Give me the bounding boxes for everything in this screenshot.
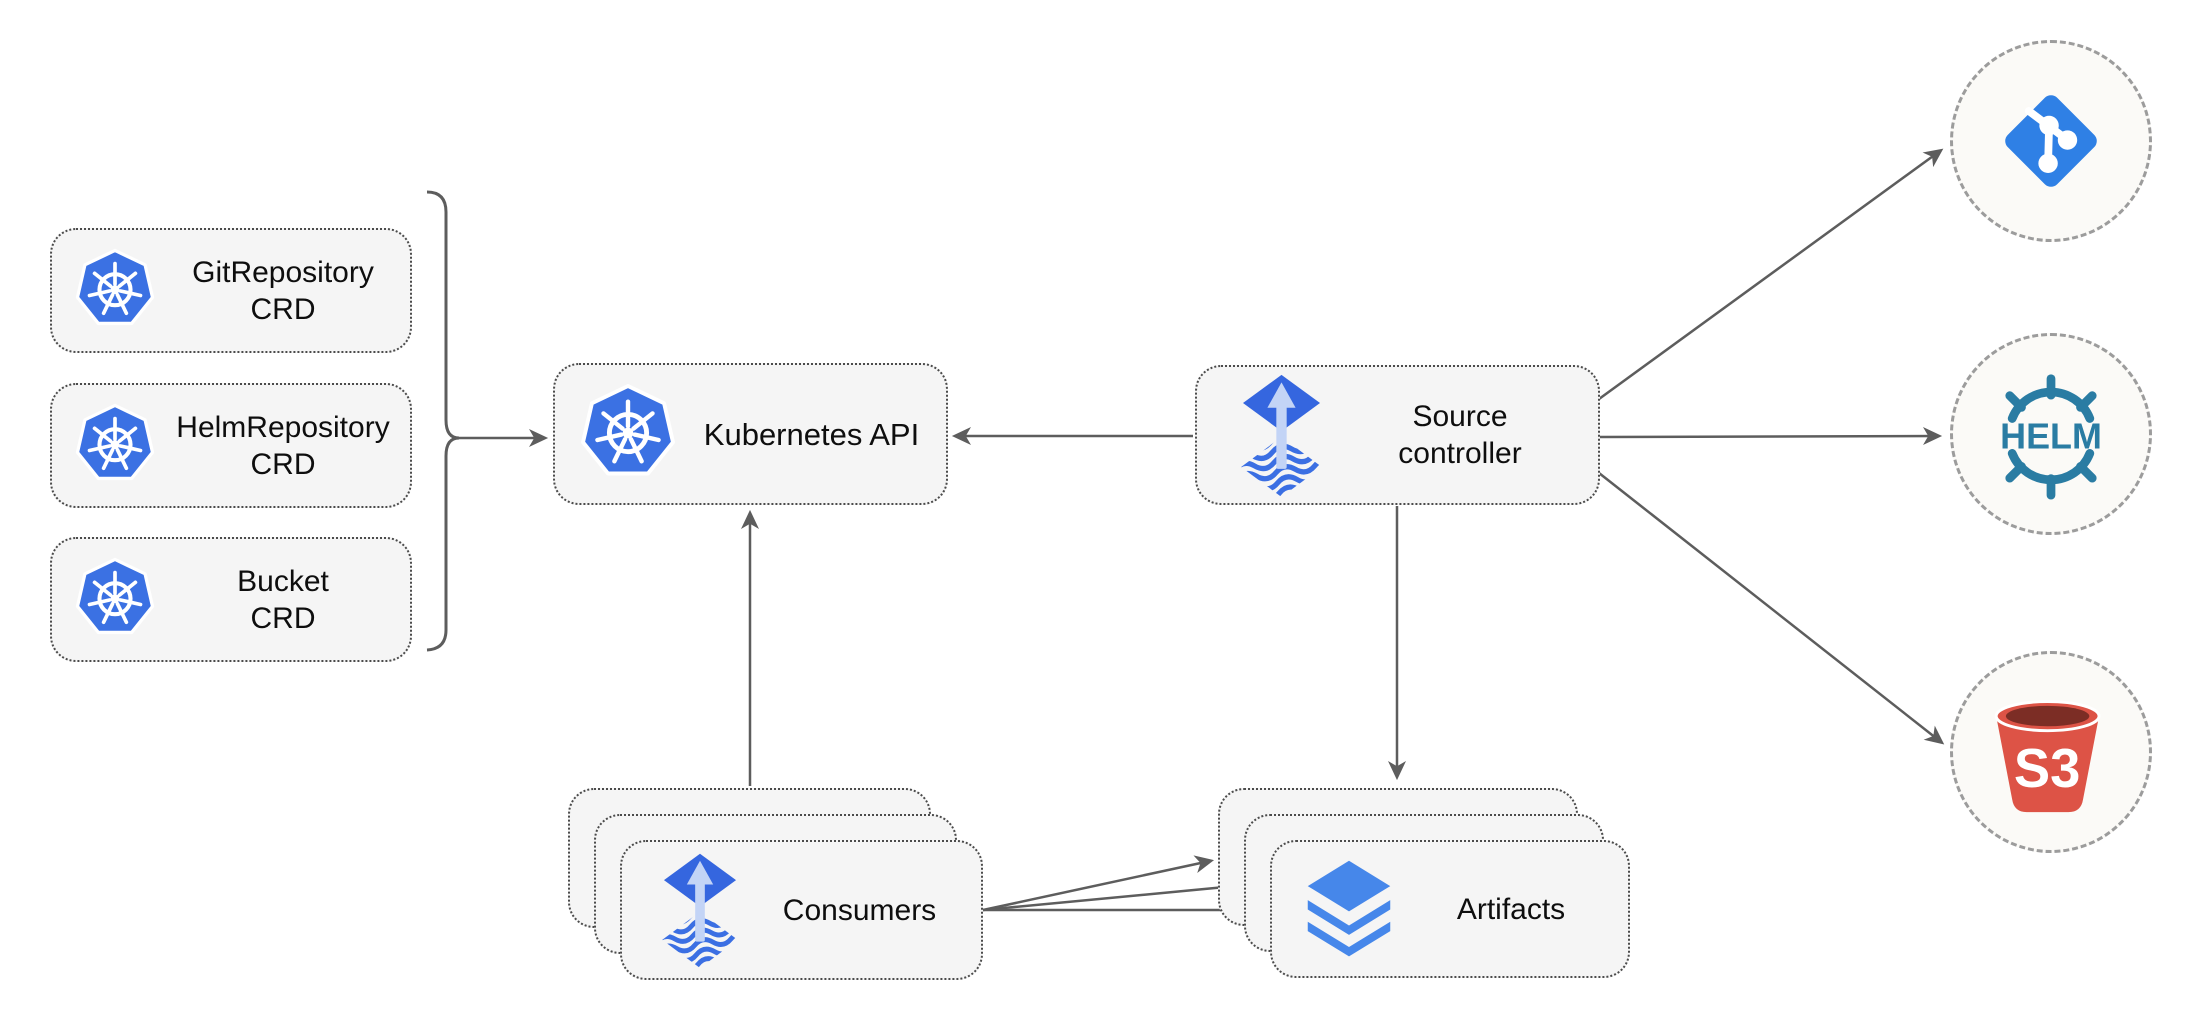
s3-bucket-icon: S3 (1994, 700, 2101, 813)
kubernetes-icon (74, 248, 156, 333)
node-gitrepository-crd: GitRepository CRD (50, 228, 412, 353)
git-icon (2005, 95, 2097, 187)
node-source-controller: Source controller (1195, 365, 1600, 505)
edge-consumers-to-artifacts-1 (982, 855, 1215, 912)
helm-wordmark: HELM (2000, 417, 2102, 457)
edge-consumers-to-artifacts-2 (982, 878, 1241, 912)
kubernetes-icon (579, 383, 677, 485)
artifacts-stack: Artifacts (1218, 788, 1630, 978)
s3-wordmark: S3 (2014, 738, 2080, 799)
kubernetes-icon (74, 557, 156, 642)
gitrepository-crd-label: GitRepository CRD (192, 255, 374, 326)
node-helmrepository-crd: HelmRepository CRD (50, 383, 412, 508)
edge-source-controller-to-helm (1598, 427, 1943, 446)
edge-source-controller-to-git (1598, 148, 1944, 401)
helm-icon: HELM (2000, 374, 2102, 500)
flux-icon (1241, 373, 1322, 497)
external-helm-circle: HELM (1950, 333, 2152, 535)
layers-icon (1304, 857, 1394, 962)
helmrepository-crd-label: HelmRepository CRD (176, 410, 390, 481)
flux-icon (662, 852, 738, 968)
crd-group-bracket (426, 190, 460, 652)
source-controller-label: Source controller (1398, 400, 1522, 470)
node-kubernetes-api: Kubernetes API (553, 363, 948, 505)
kubernetes-icon (74, 403, 156, 488)
node-consumers: Consumers (620, 840, 983, 980)
artifacts-label: Artifacts (1456, 892, 1566, 926)
bucket-crd-label: Bucket CRD (237, 564, 329, 635)
external-git-circle (1950, 40, 2152, 242)
node-bucket-crd: Bucket CRD (50, 537, 412, 662)
kubernetes-api-label: Kubernetes API (703, 416, 920, 452)
consumers-stack: Consumers (568, 788, 983, 980)
node-artifacts: Artifacts (1270, 840, 1630, 978)
external-s3-circle: S3 (1950, 651, 2152, 853)
consumers-label: Consumers (782, 893, 937, 927)
edge-source-controller-to-s3 (1598, 472, 1945, 745)
